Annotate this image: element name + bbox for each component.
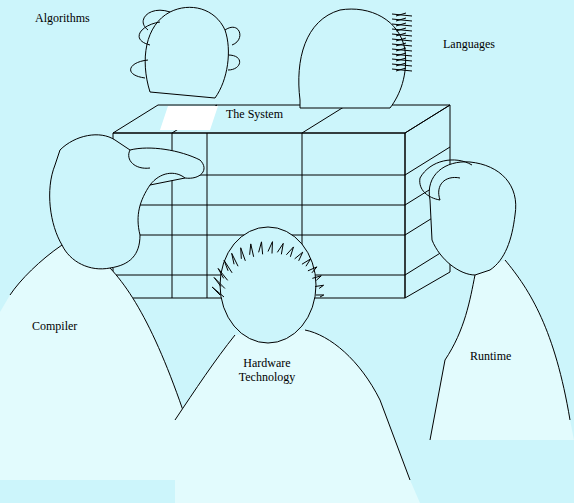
runtime-person (420, 160, 574, 440)
algorithms-person (131, 7, 240, 98)
role-label: Runtime (470, 350, 511, 364)
role-label: Algorithms (35, 12, 90, 26)
role-label: Compiler (32, 320, 77, 334)
hardware-person (175, 227, 420, 503)
role-label: Hardware Technology (222, 357, 312, 385)
system-box: The System (222, 106, 287, 124)
languages-person (299, 9, 412, 108)
box-title: The System (226, 108, 283, 122)
highlight-patch (160, 106, 218, 130)
compiler-person (0, 135, 205, 480)
role-label: Languages (443, 38, 495, 52)
